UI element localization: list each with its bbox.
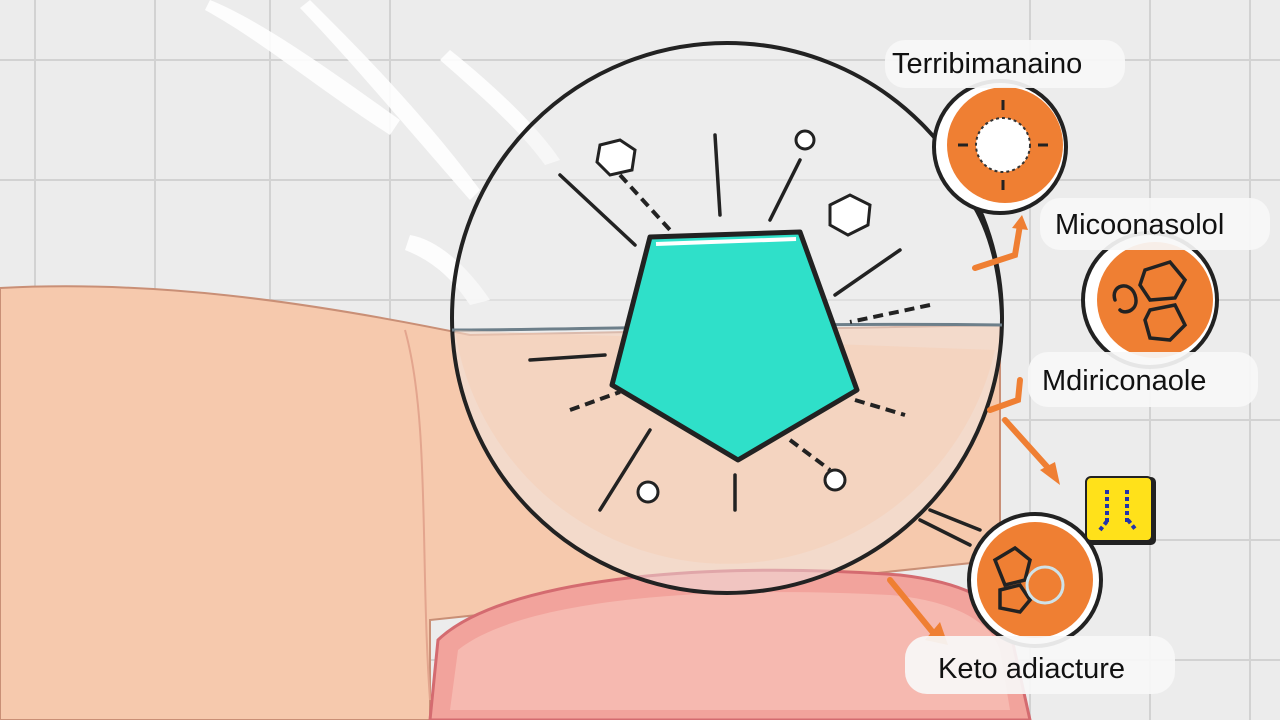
pentagon-fungus-icon: [609, 229, 860, 463]
molecule-icon: [967, 512, 1103, 648]
label-terbinafine: Terribimanaino: [892, 48, 1082, 80]
label-background: [1028, 352, 1258, 407]
label-background: [885, 40, 1125, 88]
inflamed-skin-inner: [450, 592, 1010, 710]
label-miconazole: Micoonasolol: [1055, 209, 1224, 241]
radiating-lines: [528, 129, 931, 512]
skin-vein: [404, 329, 431, 701]
label-background: [905, 636, 1175, 694]
label-clotrimazole: Mdiriconaole: [1042, 365, 1206, 397]
molecule-icon: [1081, 231, 1219, 369]
water-splash: [205, 0, 560, 305]
warning-box-icon: [1085, 476, 1156, 545]
label-ketoconazole: Keto adiacture: [938, 653, 1125, 685]
label-background: [1040, 198, 1270, 250]
arrows: [887, 215, 1060, 645]
sun-ring-icon: [932, 79, 1068, 215]
